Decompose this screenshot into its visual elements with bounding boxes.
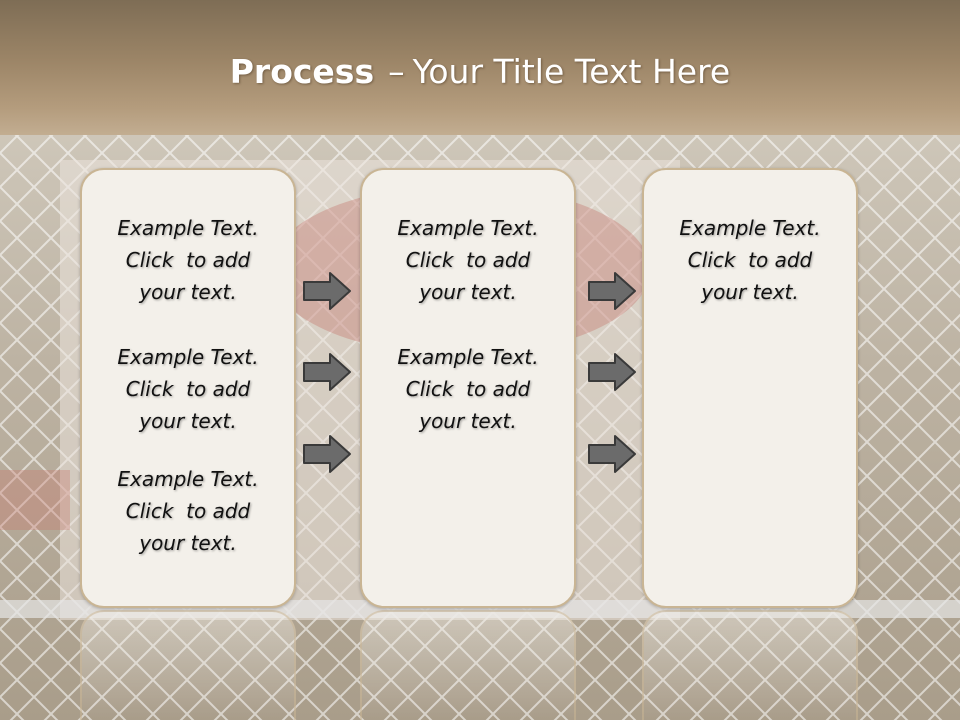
box-reflection — [80, 610, 296, 720]
right-arrow-icon — [588, 353, 636, 391]
right-arrow-icon — [588, 272, 636, 310]
title-band — [0, 0, 960, 135]
text-line: Example Text. — [397, 345, 539, 369]
process-box-3[interactable]: Example Text. Click to add your text. — [642, 168, 858, 608]
text-line: Example Text. — [397, 216, 539, 240]
text-line: Example Text. — [117, 467, 259, 491]
title-separator: – — [388, 52, 405, 91]
right-arrow-icon — [588, 435, 636, 473]
text-line: your text. — [701, 280, 799, 304]
text-placeholder[interactable]: Example Text. Click to add your text. — [82, 341, 294, 437]
text-line: your text. — [139, 531, 237, 555]
title-bold: Process — [229, 52, 375, 91]
box-reflection — [642, 610, 858, 720]
text-placeholder[interactable]: Example Text. Click to add your text. — [82, 463, 294, 559]
text-line: Example Text. — [117, 216, 259, 240]
text-line: Click to add — [687, 248, 813, 272]
box-reflection — [360, 610, 576, 720]
text-placeholder[interactable]: Example Text. Click to add your text. — [644, 212, 856, 308]
text-line: Example Text. — [679, 216, 821, 240]
right-arrow-icon — [303, 353, 351, 391]
text-line: your text. — [139, 409, 237, 433]
right-arrow-icon — [303, 435, 351, 473]
text-line: Click to add — [125, 377, 251, 401]
text-line: your text. — [419, 409, 517, 433]
right-arrow-icon — [303, 272, 351, 310]
title-rest: Your Title Text Here — [412, 52, 731, 91]
text-line: Click to add — [125, 499, 251, 523]
text-line: your text. — [419, 280, 517, 304]
text-line: Click to add — [125, 248, 251, 272]
text-line: your text. — [139, 280, 237, 304]
text-placeholder[interactable]: Example Text. Click to add your text. — [362, 341, 574, 437]
text-line: Click to add — [405, 248, 531, 272]
text-placeholder[interactable]: Example Text. Click to add your text. — [82, 212, 294, 308]
process-box-1[interactable]: Example Text. Click to add your text. Ex… — [80, 168, 296, 608]
text-line: Click to add — [405, 377, 531, 401]
text-line: Example Text. — [117, 345, 259, 369]
text-placeholder[interactable]: Example Text. Click to add your text. — [362, 212, 574, 308]
slide-title[interactable]: Process–Your Title Text Here — [0, 52, 960, 91]
process-box-2[interactable]: Example Text. Click to add your text. Ex… — [360, 168, 576, 608]
